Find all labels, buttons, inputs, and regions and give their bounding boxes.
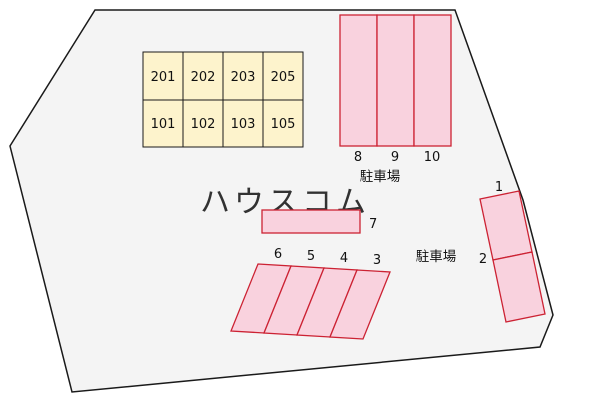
stall-number-label: 2 [479, 252, 487, 267]
parking-stall [329, 269, 391, 340]
room-number-label: 102 [191, 117, 216, 132]
parking-area-bottom [230, 263, 391, 340]
stall-number-label: 5 [307, 249, 315, 264]
room-cell [222, 51, 264, 101]
parking-area-top [339, 14, 452, 147]
room-number-label: 205 [271, 70, 296, 85]
building-room-labels: 201 202 203 205 101 102 103 105 [151, 70, 296, 132]
parking-bottom-labels: 6 5 4 3 駐車場 [274, 247, 456, 268]
room-cell [262, 99, 304, 148]
room-number-label: 201 [151, 70, 176, 85]
parking-stall [492, 251, 546, 323]
stall-number-label: 7 [369, 217, 377, 232]
parking-stall [339, 14, 378, 147]
room-number-label: 101 [151, 117, 176, 132]
stall-number-label: 10 [424, 150, 441, 165]
room-number-label: 105 [271, 117, 296, 132]
parking-stall [261, 209, 361, 234]
parking-area-right [479, 190, 546, 323]
stall-number-label: 4 [340, 251, 348, 266]
room-cell [142, 51, 184, 101]
stall-number-label: 9 [391, 150, 399, 165]
parking-right-labels: 1 2 [479, 180, 503, 267]
room-number-label: 203 [231, 70, 256, 85]
room-cell [142, 99, 184, 148]
stall-number-label: 6 [274, 247, 282, 262]
parking-top-labels: 8 9 10 駐車場 [354, 150, 440, 185]
stall-number-label: 8 [354, 150, 362, 165]
room-number-label: 202 [191, 70, 216, 85]
parking-lot-label: 駐車場 [360, 169, 401, 185]
room-number-label: 103 [231, 117, 256, 132]
parking-lot-label: 駐車場 [416, 249, 457, 265]
room-cell [182, 99, 224, 148]
stall-number-label: 1 [495, 180, 503, 195]
building-block [142, 51, 304, 148]
parking-area-mid [261, 209, 361, 234]
room-cell [222, 99, 264, 148]
stall-number-label: 3 [373, 253, 381, 268]
parking-stall [376, 14, 415, 147]
parking-stall [413, 14, 452, 147]
